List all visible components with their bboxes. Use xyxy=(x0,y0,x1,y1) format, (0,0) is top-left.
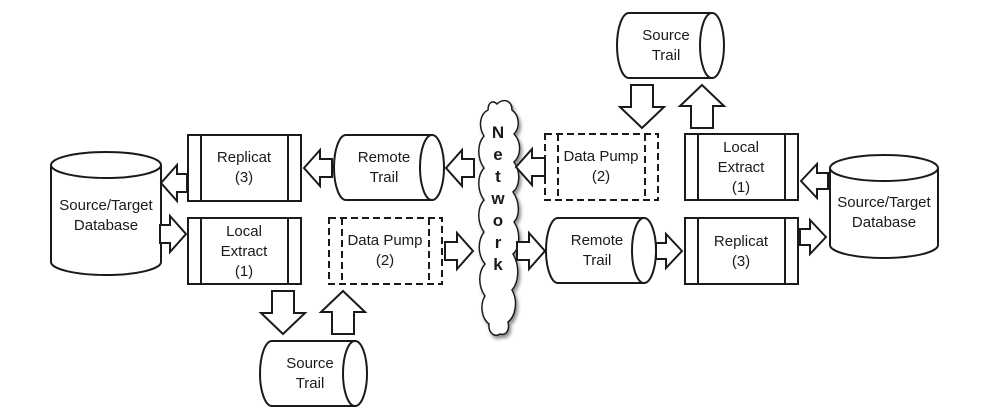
arrow-right-replicat-to-db xyxy=(799,217,828,257)
left-database-label-1: Source/Target xyxy=(59,197,153,214)
left-extract-label-2: Extract xyxy=(221,243,269,260)
arrow-remote-trail-to-left-replicat xyxy=(302,147,333,189)
left-data-pump: Data Pump (2) xyxy=(328,217,443,285)
right-replicat-label-1: Replicat xyxy=(714,233,769,250)
right-replicat-label-2: (3) xyxy=(732,253,750,270)
arrow-right-source-trail-to-pump xyxy=(617,84,667,130)
right-database: Source/Target Database xyxy=(829,154,939,259)
left-database-label-2: Database xyxy=(74,217,138,234)
left-extract-label-3: (1) xyxy=(235,263,253,280)
right-source-trail: Source Trail xyxy=(616,12,725,79)
left-source-trail-label-1: Source xyxy=(286,355,334,372)
network-letter-o: o xyxy=(493,211,503,230)
arrow-right-extract-to-source-trail xyxy=(677,83,727,129)
right-remote-trail: Remote Trail xyxy=(545,217,657,284)
right-remote-trail-label-1: Remote xyxy=(571,232,624,249)
right-database-label-1: Source/Target xyxy=(837,194,931,211)
left-database: Source/Target Database xyxy=(50,151,162,276)
network-letter-n: N xyxy=(492,123,504,142)
network-cloud xyxy=(478,99,521,336)
left-remote-trail-label-2: Trail xyxy=(370,169,399,186)
network-letter-e: e xyxy=(493,145,502,164)
arrow-left-extract-to-source-trail xyxy=(258,290,308,336)
arrow-left-pump-to-network xyxy=(444,230,475,272)
right-data-pump: Data Pump (2) xyxy=(544,133,659,201)
arrow-left-db-to-extract xyxy=(159,213,188,255)
network-letter-w: w xyxy=(490,189,505,208)
left-data-pump-label-2: (2) xyxy=(376,252,394,269)
arrow-left-source-trail-to-pump xyxy=(318,289,368,335)
right-extract-label-1: Local xyxy=(723,139,759,156)
right-database-label-2: Database xyxy=(852,214,916,231)
right-extract-label-3: (1) xyxy=(732,179,750,196)
right-remote-trail-label-2: Trail xyxy=(583,252,612,269)
network-letter-r: r xyxy=(495,233,502,252)
right-data-pump-label-2: (2) xyxy=(592,168,610,185)
left-remote-trail-label-1: Remote xyxy=(358,149,411,166)
right-data-pump-label-1: Data Pump xyxy=(563,148,638,165)
left-replicat-label-2: (3) xyxy=(235,169,253,186)
left-extract-box: Local Extract (1) xyxy=(187,217,302,285)
right-source-trail-label-2: Trail xyxy=(652,47,681,64)
left-source-trail-label-2: Trail xyxy=(296,375,325,392)
left-remote-trail: Remote Trail xyxy=(333,134,445,201)
network-label: N e t w o r k xyxy=(490,123,505,274)
left-source-trail: Source Trail xyxy=(259,340,368,407)
right-replicat-box: Replicat (3) xyxy=(684,217,799,285)
arrow-right-pump-to-network xyxy=(514,146,546,188)
network-letter-t: t xyxy=(495,167,501,186)
right-extract-label-2: Extract xyxy=(718,159,766,176)
left-replicat-box: Replicat (3) xyxy=(187,134,302,202)
left-replicat-label-1: Replicat xyxy=(217,149,272,166)
left-data-pump-label-1: Data Pump xyxy=(347,232,422,249)
arrow-network-to-right-remote-trail xyxy=(516,230,547,272)
left-extract-label-1: Local xyxy=(226,223,262,240)
right-source-trail-label-1: Source xyxy=(642,27,690,44)
arrow-right-remote-trail-to-replicat xyxy=(655,231,684,271)
arrow-replicat-to-left-db xyxy=(159,162,188,204)
arrow-network-to-left-remote-trail xyxy=(444,147,475,189)
arrow-right-db-to-extract xyxy=(799,161,829,201)
network-letter-k: k xyxy=(493,255,503,274)
right-extract-box: Local Extract (1) xyxy=(684,133,799,201)
